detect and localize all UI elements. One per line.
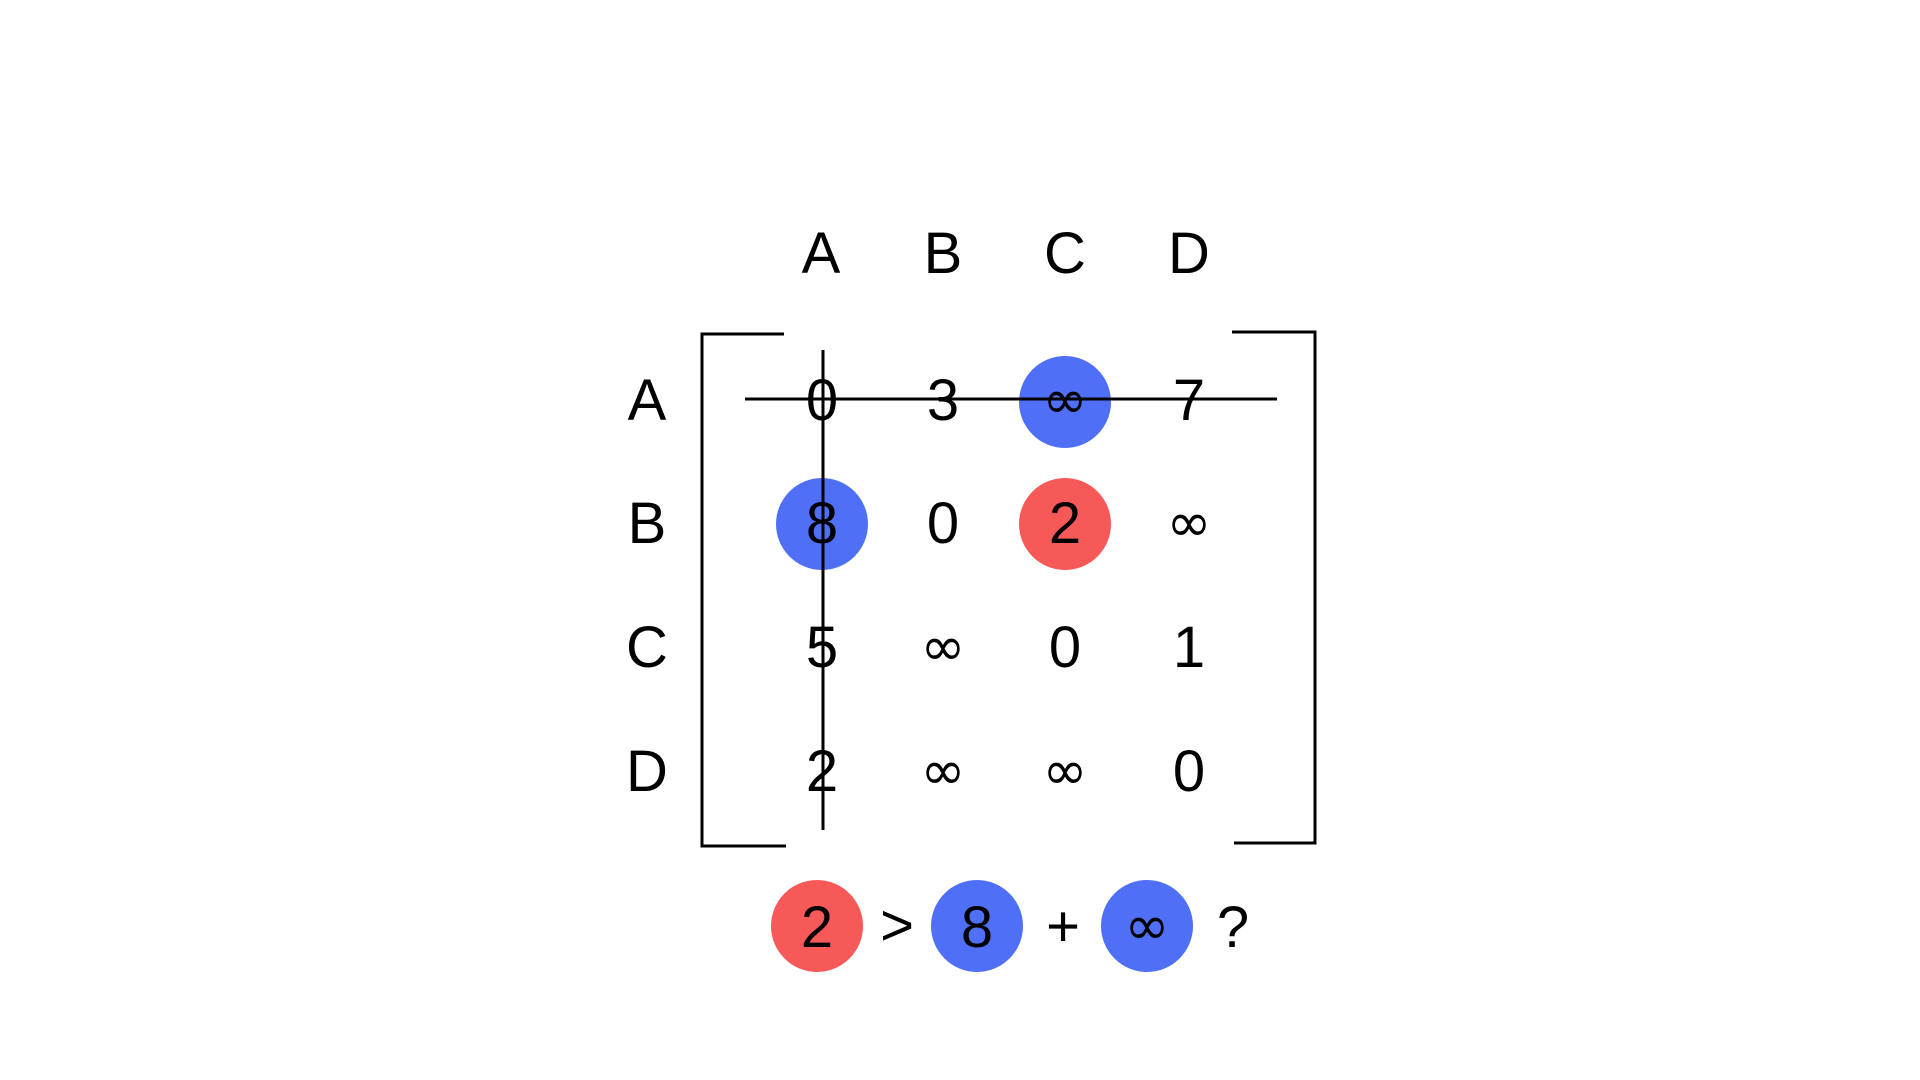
comparison-term1-circle	[931, 880, 1023, 972]
cell-b-c: 2	[1049, 491, 1081, 556]
cell-d-d: 0	[1173, 739, 1205, 804]
row-header-b: B	[628, 491, 667, 556]
column-headers: A B C D	[802, 221, 1210, 286]
left-bracket	[700, 332, 786, 848]
comparison-expression: 2 > 8 + ∞ ?	[771, 880, 1249, 972]
matrix-brackets	[700, 330, 1317, 848]
row-header-c: C	[626, 615, 668, 680]
plus-symbol: +	[1046, 894, 1080, 959]
question-mark: ?	[1217, 895, 1249, 960]
column-header-d: D	[1168, 221, 1210, 286]
column-header-a: A	[802, 221, 841, 286]
right-bracket	[1232, 330, 1317, 845]
comparison-term2-value: ∞	[1125, 894, 1170, 957]
highlight-circle-a-c	[1019, 356, 1111, 448]
cell-b-d: ∞	[1167, 491, 1212, 554]
matrix-cells: 0 3 ∞ 7 8 0 2 ∞ 5 ∞ 0 1 2 ∞ ∞ 0	[806, 368, 1212, 804]
cell-b-b: 0	[927, 491, 959, 556]
greater-than-symbol: >	[880, 893, 914, 958]
column-header-b: B	[924, 221, 963, 286]
column-header-c: C	[1044, 221, 1086, 286]
cell-c-c: 0	[1049, 615, 1081, 680]
row-header-a: A	[628, 368, 667, 433]
comparison-term1-value: 8	[961, 895, 993, 960]
comparison-term2-circle	[1101, 880, 1193, 972]
row-headers: A B C D	[626, 368, 668, 804]
highlight-circle-b-c	[1019, 478, 1111, 570]
cell-c-d: 1	[1173, 615, 1205, 680]
row-header-d: D	[626, 739, 668, 804]
cell-c-b: ∞	[921, 615, 966, 678]
comparison-left-value: 2	[801, 895, 833, 960]
strike-lines	[745, 350, 1277, 830]
cell-d-b: ∞	[921, 739, 966, 802]
cell-d-c: ∞	[1043, 739, 1088, 802]
comparison-left-circle	[771, 880, 863, 972]
